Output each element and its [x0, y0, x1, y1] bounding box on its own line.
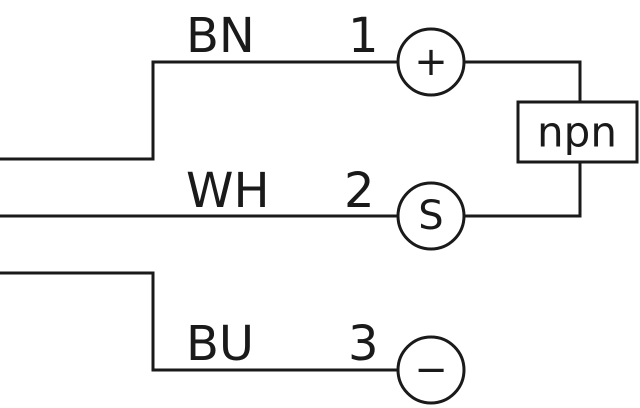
wire-wh-group: WH 2 S: [0, 163, 582, 251]
wire-bn-line: [0, 60, 400, 161]
pin-1-number: 1: [348, 8, 379, 64]
terminal-signal: S: [396, 181, 466, 251]
signal-icon: S: [418, 193, 443, 239]
wire-bn-group: BN 1 +: [0, 8, 582, 161]
terminal-plus: +: [396, 27, 466, 97]
wire-bu-color-label: BU: [186, 316, 254, 372]
minus-terminal-circle: [396, 335, 466, 405]
minus-icon: −: [414, 347, 448, 393]
npn-box-rect: [516, 100, 639, 164]
npn-box-label: npn: [537, 108, 617, 157]
npn-output-box: npn: [516, 100, 639, 164]
pin-3-number: 3: [348, 316, 379, 372]
wire-bu-line: [0, 271, 400, 372]
wire-bu-group: BU 3 −: [0, 271, 466, 405]
wire-wh-color-label: WH: [186, 163, 270, 219]
wire-bn-color-label: BN: [186, 8, 255, 64]
plus-icon: +: [414, 39, 448, 85]
pin-2-number: 2: [344, 163, 375, 219]
terminal-minus: −: [396, 335, 466, 405]
